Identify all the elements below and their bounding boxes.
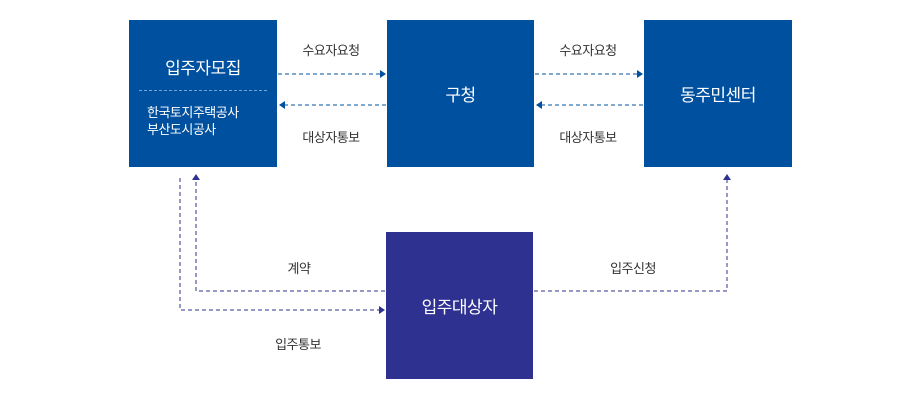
node-tenant: 입주대상자 — [386, 232, 533, 379]
node-tenant-title: 입주대상자 — [421, 298, 498, 318]
label-recruit-to-tenant: 입주통보 — [275, 338, 321, 353]
node-recruitment-orgs: 한국토지주택공사 부산도시공사 — [129, 91, 277, 139]
arrow-tenant-to-center — [534, 174, 731, 292]
label-recruit-to-district: 수요자요청 — [302, 44, 360, 59]
arrow-tenant-to-recruit — [192, 174, 385, 292]
label-tenant-to-recruit: 계약 — [287, 262, 311, 277]
label-district-to-center: 수요자요청 — [559, 44, 617, 59]
node-recruitment-title: 입주자모집 — [165, 58, 241, 79]
arrow-recruit-to-tenant — [179, 178, 385, 314]
label-tenant-to-center: 입주신청 — [610, 262, 656, 277]
node-recruitment: 입주자모집 한국토지주택공사 부산도시공사 — [129, 20, 277, 167]
org-busan: 부산도시공사 — [147, 123, 216, 138]
label-center-to-district: 대상자통보 — [559, 131, 617, 146]
node-district-office-title: 구청 — [445, 86, 476, 106]
node-district-office: 구청 — [387, 20, 534, 167]
node-community-center: 동주민센터 — [644, 20, 792, 167]
node-divider — [139, 90, 267, 91]
node-community-center-title: 동주민센터 — [680, 86, 756, 106]
org-lh: 한국토지주택공사 — [147, 106, 239, 121]
label-district-to-recruit: 대상자통보 — [302, 131, 360, 146]
